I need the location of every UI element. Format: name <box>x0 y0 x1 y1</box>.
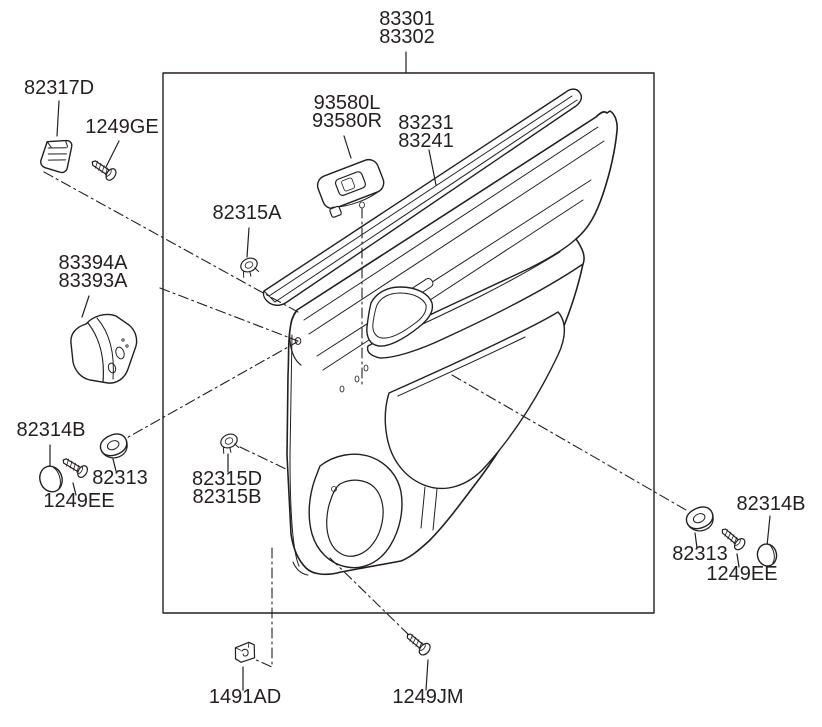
door-panel-drawing <box>286 110 618 576</box>
part-number: 83231 <box>398 112 454 134</box>
diagram-frame-box <box>162 72 655 614</box>
part-number: 82314B <box>16 419 86 441</box>
part-label-1249EE-left: 1249EE <box>43 490 115 512</box>
part-label-82314B-left: 82314B <box>16 419 86 441</box>
part-label-1249GE: 1249GE <box>85 116 159 138</box>
cheek-screw-hole <box>294 337 302 345</box>
part-number: 1249JM <box>392 686 464 708</box>
speaker-recess <box>308 453 403 569</box>
part-label-1249JM: 1249JM <box>392 686 464 708</box>
part-number: 83394A <box>58 252 128 274</box>
pull-handle-recess <box>366 286 434 347</box>
part-number: 83301 <box>379 8 435 30</box>
screw-1249GE-part <box>91 160 117 181</box>
clip-82315DB-part <box>220 433 240 454</box>
part-label-82315DB: 82315D 82315B <box>191 468 263 508</box>
part-number: 82317D <box>23 77 95 99</box>
screw-1249EE-right-part <box>721 528 746 551</box>
grommet-82313-left-part <box>99 433 128 459</box>
cap-82314B-left-part <box>39 465 63 493</box>
part-label-83394: 83394A 83393A <box>58 252 128 292</box>
part-label-82317D: 82317D <box>23 77 95 99</box>
cap-82314B-right-part <box>756 543 778 567</box>
part-label-assembly: 83301 83302 <box>379 8 435 48</box>
assembly-guide-lines <box>43 171 687 668</box>
belt-molding-strip-part <box>262 88 583 306</box>
part-label-1491AD: 1491AD <box>208 686 282 708</box>
part-label-1249EE-right: 1249EE <box>706 563 778 585</box>
part-label-83231: 83231 83241 <box>398 112 454 152</box>
part-number: 93580L <box>313 92 381 114</box>
part-number: 1249EE <box>706 563 778 585</box>
part-number: 83302 <box>379 26 435 48</box>
part-label-93580: 93580L 93580R <box>311 92 383 132</box>
part-number: 82315D <box>191 468 263 490</box>
part-number: 82313 <box>672 543 728 565</box>
part-label-82314B-right: 82314B <box>736 493 806 515</box>
window-switch-part <box>316 158 385 218</box>
screw-1249JM-part <box>406 633 431 656</box>
map-pocket-recess <box>384 311 566 490</box>
label-leader-lines <box>49 51 771 691</box>
part-number: 82315A <box>212 202 282 224</box>
part-label-82315A: 82315A <box>212 202 282 224</box>
part-label-82313-right: 82313 <box>672 543 728 565</box>
screw-1249EE-left-part <box>62 458 89 478</box>
part-label-82313-left: 82313 <box>92 467 148 489</box>
part-number: 1249EE <box>43 490 115 512</box>
part-number: 83241 <box>398 130 454 152</box>
part-number: 1249GE <box>85 116 159 138</box>
switch-pin <box>359 201 365 209</box>
retainer-clip-82317D-part <box>40 139 73 174</box>
part-number: 82315B <box>192 486 262 508</box>
tweeter-cover-part <box>70 313 138 384</box>
part-number: 1491AD <box>208 686 282 708</box>
part-number: 83393A <box>58 270 128 292</box>
part-number: 82313 <box>92 467 148 489</box>
grommet-82313-right-part <box>685 506 714 532</box>
part-number: 93580R <box>311 110 383 132</box>
clip-1491AD-part <box>234 641 256 663</box>
part-number: 82314B <box>736 493 806 515</box>
clip-82315A-part <box>240 257 260 278</box>
